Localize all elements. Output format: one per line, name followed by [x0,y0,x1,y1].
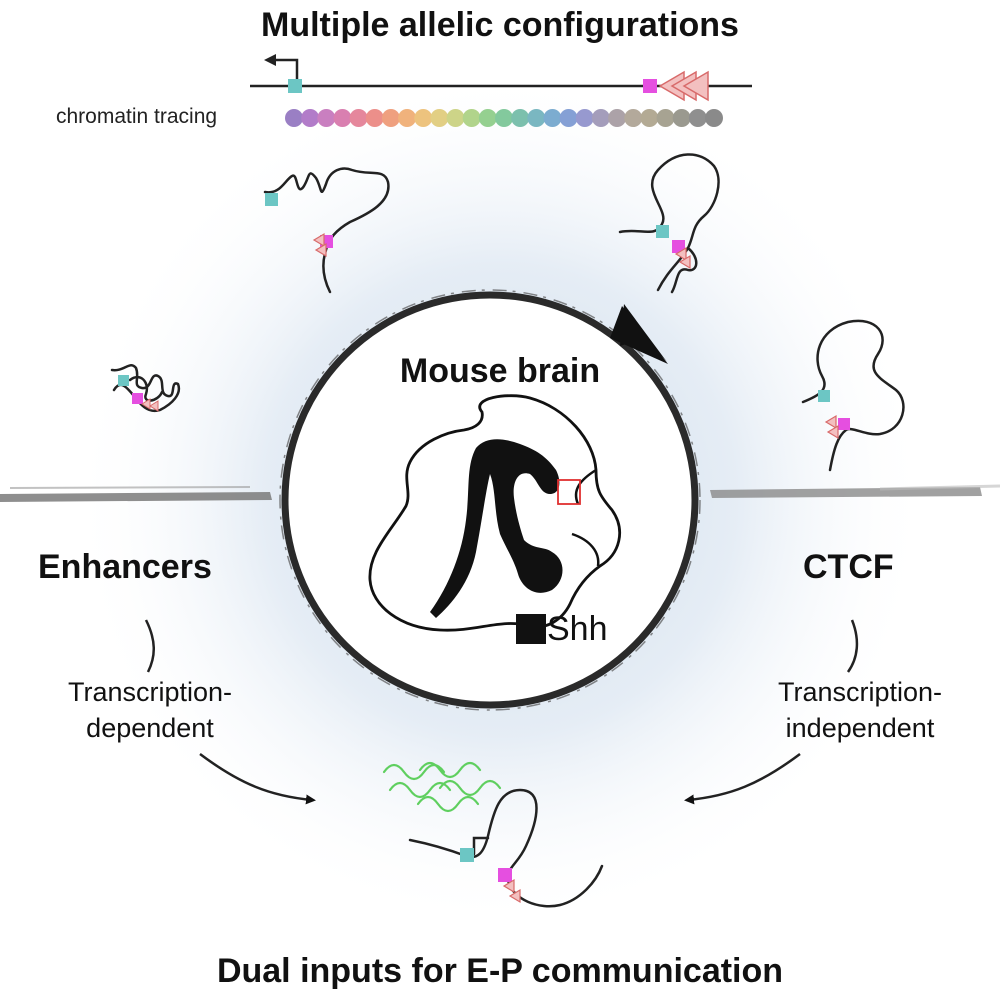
brain-tract [430,439,563,618]
tracing-probe-dot [688,109,707,127]
ctcf-heading: CTCF [803,548,894,586]
tracing-probe-dot [656,109,675,127]
diagram-footer: Dual inputs for E-P communication [216,952,784,990]
tracing-probe-dot [462,109,481,127]
locus-schematic [250,54,752,127]
enhancer-square [643,79,657,93]
tracing-probe-dot [381,109,400,127]
region-box [557,479,581,505]
tracing-probe-dot [317,109,336,127]
ctcf-triangle-icon [658,70,709,102]
tracing-probe-dot [705,109,723,127]
tracing-probe-dot [478,109,497,127]
tracing-probe-dot [365,109,384,127]
tracing-probes [285,109,723,127]
conformation-bottom [408,788,604,908]
tracing-probe-dot [349,109,368,127]
left-arrow [199,752,316,805]
conformation-top-left [263,167,390,294]
right-connector [846,619,859,673]
center-title: Mouse brain [399,352,601,390]
tracing-probe-dot [559,109,578,127]
tracing-probe-dot [591,109,610,127]
tracing-probe-dot [624,109,643,127]
tracing-probe-dot [301,109,320,127]
tracing-probe-dot [672,109,691,127]
conformation-top-right [618,153,720,294]
tracing-probe-dot [608,109,627,127]
ctcf-subtext: Transcription-independent [777,677,943,743]
tracing-probe-dot [575,109,594,127]
tracing-probe-dot [430,109,449,127]
tracing-probe-dot [511,109,530,127]
transcript-wave-icon [382,761,502,813]
conformation-right [801,319,905,472]
divider-strokes [0,484,1000,502]
enhancers-heading: Enhancers [38,548,212,586]
right-arrow [684,752,801,805]
tracing-probe-dot [414,109,433,127]
tracing-probe-dot [333,109,352,127]
tracing-probe-dot [446,109,465,127]
gene-label: Shh [547,610,608,648]
tracing-label: chromatin tracing [56,105,218,128]
tracing-probe-dot [543,109,562,127]
promoter-square [288,79,302,93]
tracing-probe-dot [495,109,513,127]
conformation-compact [110,363,181,413]
legend-square-icon [516,614,546,644]
tracing-probe-dot [527,109,546,127]
enhancers-subtext: Transcription-dependent [67,677,233,743]
left-connector [144,619,155,673]
tracing-probe-dot [285,109,303,127]
tracing-probe-dot [398,109,417,127]
tracing-probe-dot [640,109,659,127]
brain-outline-icon [368,394,621,644]
promoter-arrow-icon [274,58,299,84]
diagram-title: Multiple allelic configurations [261,6,739,44]
